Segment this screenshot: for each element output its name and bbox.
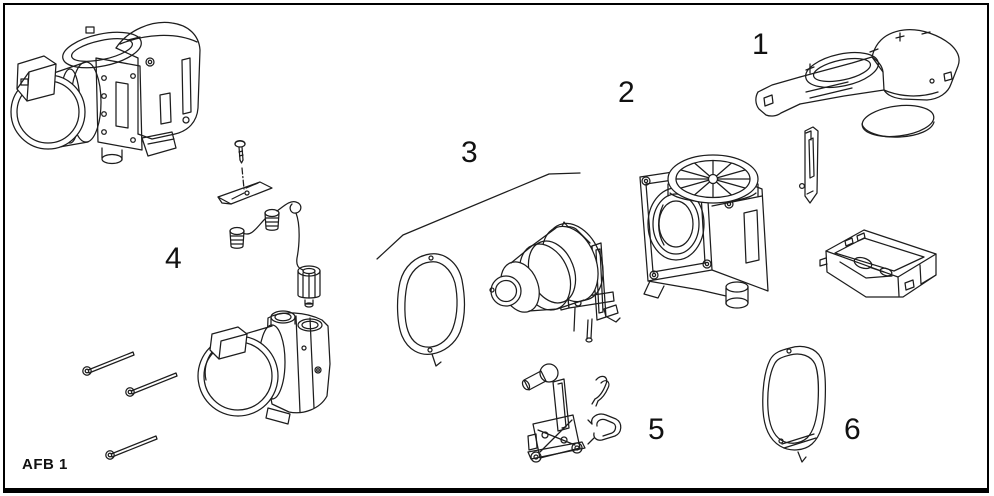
retaining-clip-drawing [798, 126, 819, 204]
retaining-clips-drawing [587, 375, 622, 445]
callout-3: 3 [461, 136, 478, 169]
blower-fan [667, 154, 759, 204]
callout-4: 4 [165, 242, 182, 275]
screw-3 [105, 435, 158, 460]
callout-3-leader-line [376, 172, 581, 260]
screw-2 [125, 372, 178, 397]
mounting-screws-drawing [82, 351, 178, 460]
cover-handle-ring [805, 51, 879, 89]
fastening-kit-drawing [217, 140, 321, 308]
callout-2: 2 [618, 76, 635, 109]
cover-lid-disc [861, 104, 935, 138]
pump-bracket-drawing [521, 363, 586, 463]
callout-5: 5 [648, 413, 665, 446]
callout-1: 1 [752, 28, 769, 61]
bottom-tray-drawing [819, 229, 937, 298]
base-unit-drawing [197, 310, 331, 425]
seal-gasket-drawing [762, 345, 826, 463]
callout-6: 6 [844, 413, 861, 446]
burner-insert-drawing [489, 221, 621, 343]
part-1-top-cover-drawing [755, 29, 960, 138]
screw-1 [82, 351, 135, 376]
burner-gasket-drawing [396, 253, 465, 367]
heat-exchanger-blower-drawing [639, 154, 769, 309]
figure-code-label: AFB 1 [22, 456, 68, 473]
assembled-heater-drawing [10, 21, 201, 165]
